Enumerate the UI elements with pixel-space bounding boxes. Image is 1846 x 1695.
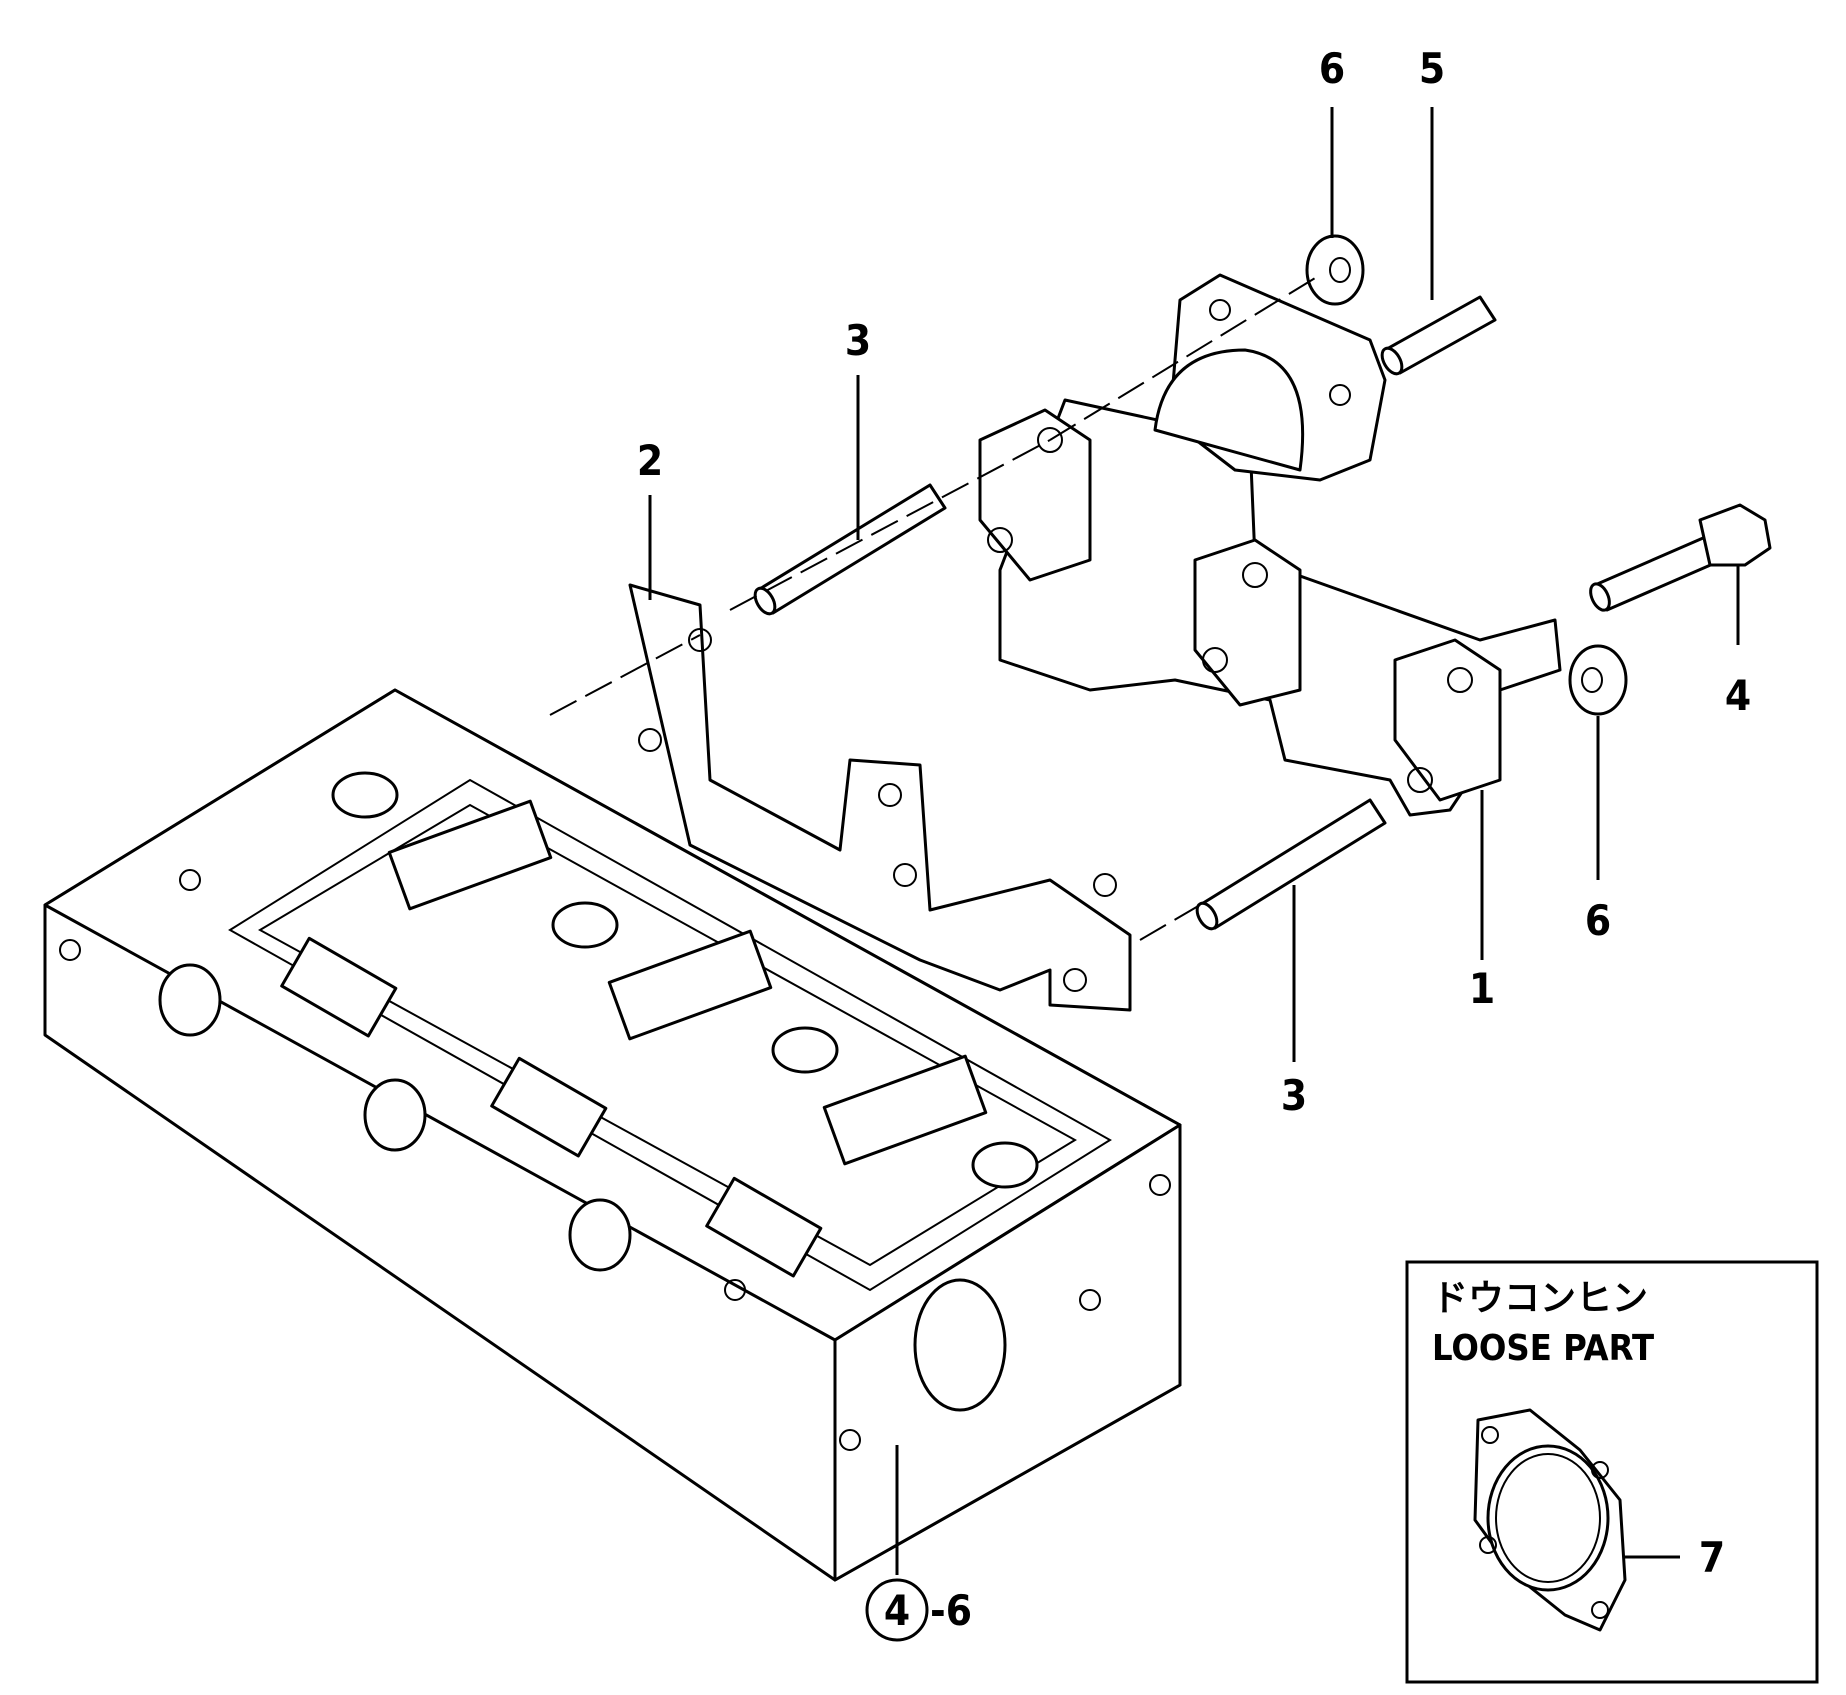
cylinder-head (43, 688, 1182, 1582)
nut-lower (1568, 644, 1628, 716)
callout-labels: 1 2 3 3 4 5 6 6 7 (637, 44, 1751, 1582)
nut-upper (1305, 234, 1365, 306)
callout-3-upper: 3 (845, 316, 871, 365)
exhaust-gasket (628, 583, 1132, 1012)
flange-bolt (1589, 503, 1772, 612)
callout-3-lower: 3 (1281, 1071, 1307, 1120)
alignment-lines (549, 274, 1321, 941)
loose-gasket (1473, 1408, 1627, 1632)
exhaust-manifold (978, 273, 1562, 817)
callout-1: 1 (1469, 964, 1495, 1013)
loose-part-box: ドウコンヒン LOOSE PART (1405, 1260, 1819, 1684)
stud-short (1380, 295, 1497, 376)
stud-upper (753, 483, 947, 616)
reference-mark: 4 -6 (865, 1578, 972, 1642)
loose-part-title-en: LOOSE PART (1432, 1328, 1654, 1369)
callout-6-lower: 6 (1585, 896, 1611, 945)
callout-2: 2 (637, 436, 663, 485)
callout-7: 7 (1699, 1533, 1725, 1582)
reference-circle-number: 4 (884, 1586, 910, 1635)
loose-part-title-jp: ドウコンヒン (1432, 1278, 1648, 1319)
callout-6-upper: 6 (1319, 44, 1345, 93)
reference-suffix: -6 (930, 1586, 972, 1635)
head-bosses (59, 771, 1171, 1451)
leader-lines (648, 107, 1740, 1575)
callout-5: 5 (1419, 44, 1445, 93)
stud-lower (1195, 798, 1387, 931)
head-ports (280, 799, 988, 1278)
callout-4: 4 (1725, 671, 1751, 720)
